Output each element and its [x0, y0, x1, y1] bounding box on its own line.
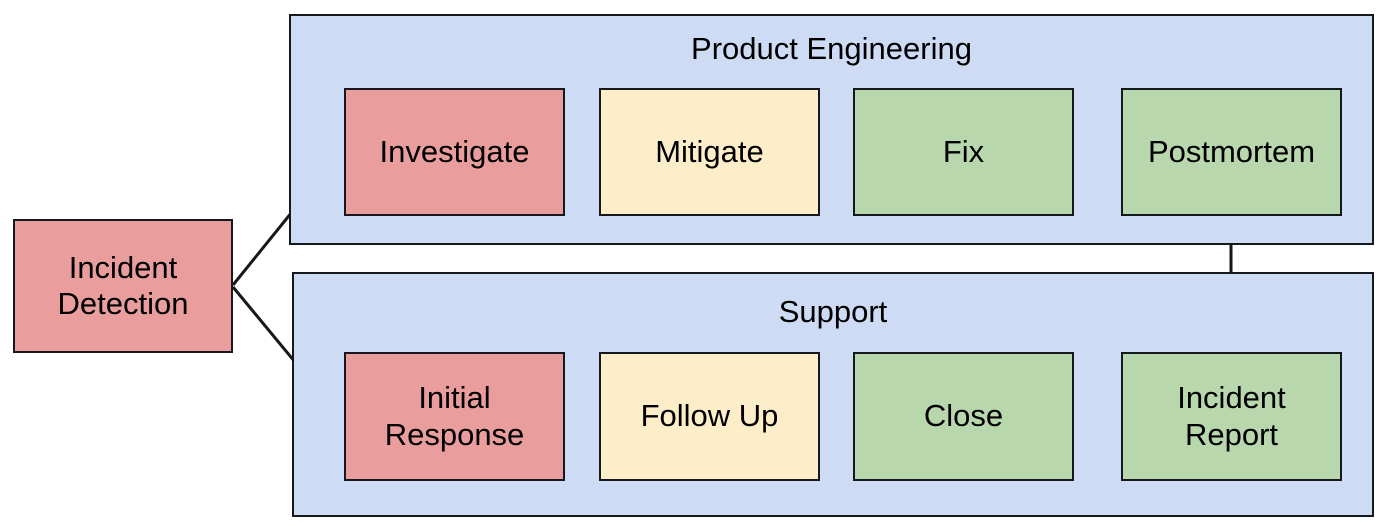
node-label: Initial Response: [384, 380, 525, 452]
node-label: Incident Report: [1177, 380, 1286, 452]
node-postmortem[interactable]: Postmortem: [1121, 88, 1342, 216]
node-fix[interactable]: Fix: [853, 88, 1074, 216]
node-label: Investigate: [379, 133, 530, 169]
node-label: Close: [923, 398, 1004, 434]
node-incident-report[interactable]: Incident Report: [1121, 352, 1342, 481]
node-investigate[interactable]: Investigate: [344, 88, 565, 216]
swimlane-title-product-engineering: Product Engineering: [691, 31, 972, 66]
node-follow-up[interactable]: Follow Up: [599, 352, 820, 481]
swimlane-title-support: Support: [778, 294, 888, 329]
node-initial-response[interactable]: Initial Response: [344, 352, 565, 481]
node-mitigate[interactable]: Mitigate: [599, 88, 820, 216]
node-close[interactable]: Close: [853, 352, 1074, 481]
node-label: Fix: [942, 133, 985, 169]
node-incident-detection[interactable]: Incident Detection: [13, 219, 233, 353]
node-label: Postmortem: [1147, 133, 1316, 169]
node-label: Follow Up: [640, 398, 779, 434]
node-label: Incident Detection: [57, 249, 189, 321]
node-label: Mitigate: [655, 133, 764, 169]
